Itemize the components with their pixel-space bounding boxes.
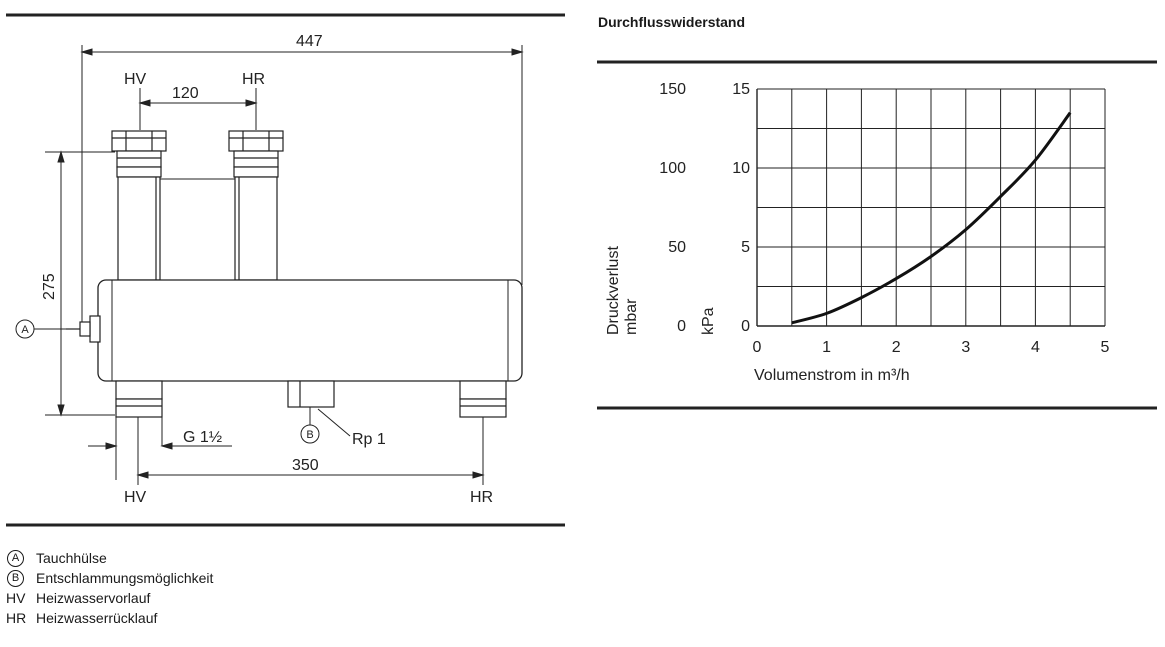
chart-title: Durchflusswiderstand xyxy=(598,14,746,30)
pressure-loss-curve xyxy=(791,111,1072,325)
upper-pipe-hr xyxy=(228,130,284,281)
x-tick-label: 3 xyxy=(961,339,970,356)
y-axis-label-line2: mbar xyxy=(623,298,640,335)
lower-pipe-hr xyxy=(459,380,507,418)
x-axis-label: Volumenstrom in m³/h xyxy=(754,367,910,384)
x-tick-label: 0 xyxy=(753,339,762,356)
dimension-thread-g xyxy=(88,417,232,480)
dimension-total-width xyxy=(80,45,524,330)
label-hr-bottom: HR xyxy=(470,489,493,506)
y-tick-label-mbar: 150 xyxy=(659,81,686,98)
x-tick-label: 1 xyxy=(822,339,831,356)
legend-text-b: Entschlammungsmöglichkeit xyxy=(36,570,214,586)
legend-text-hr: Heizwasserrücklauf xyxy=(36,610,158,626)
dimension-height xyxy=(45,150,115,417)
y-axis-label-line1: Druckverlust xyxy=(605,246,622,335)
legend-key-a: A xyxy=(7,549,24,567)
legend: A Tauchhülse B Entschlammungsmöglichkeit… xyxy=(6,548,213,628)
legend-key-hv: HV xyxy=(6,590,26,606)
marker-a-label: A xyxy=(21,324,29,336)
y-tick-label-kpa: 5 xyxy=(741,239,750,256)
lower-pipe-hv xyxy=(115,380,163,418)
upper-pipe-hv xyxy=(111,130,167,281)
x-tick-label: 5 xyxy=(1101,339,1110,356)
label-hr-top: HR xyxy=(242,71,265,88)
legend-item-a: A Tauchhülse xyxy=(6,548,213,568)
pressure-loss-chart: 0 1 2 3 4 5 0 5 10 15 0 50 100 150 Volumenstrom in … xyxy=(597,60,1157,410)
lower-sludge-port xyxy=(287,380,335,408)
legend-text-a: Tauchhülse xyxy=(36,550,107,566)
legend-key-hr: HR xyxy=(6,610,27,626)
y-tick-label-kpa: 10 xyxy=(732,160,750,177)
separator-body xyxy=(97,279,523,382)
y-tick-labels-kpa: 0 5 10 15 xyxy=(732,81,750,335)
y-tick-label-mbar: 100 xyxy=(659,160,686,177)
legend-item-hr: HR Heizwasserrücklauf xyxy=(6,608,213,628)
dimension-bottom-spacing xyxy=(136,417,485,485)
chart-grid xyxy=(756,88,1106,327)
marker-b-label: B xyxy=(306,429,313,441)
y-tick-label-kpa: 15 xyxy=(732,81,750,98)
legend-item-b: B Entschlammungsmöglichkeit xyxy=(6,568,213,588)
dim-120-label: 120 xyxy=(172,85,199,102)
dim-350-label: 350 xyxy=(292,457,319,474)
x-tick-label: 4 xyxy=(1031,339,1040,356)
y-tick-label-mbar: 0 xyxy=(677,318,686,335)
thread-g-label: G 1½ xyxy=(183,429,222,446)
y-tick-labels-mbar: 0 50 100 150 xyxy=(659,81,686,335)
y-tick-label-kpa: 0 xyxy=(741,318,750,335)
label-hv-bottom: HV xyxy=(124,489,147,506)
y-tick-label-mbar: 50 xyxy=(668,239,686,256)
y-axis-label-right: kPa xyxy=(700,307,717,335)
rp-leader xyxy=(317,408,351,437)
legend-text-hv: Heizwasservorlauf xyxy=(36,590,151,606)
thread-rp-label: Rp 1 xyxy=(352,431,386,448)
immersion-sleeve xyxy=(66,315,101,343)
x-tick-label: 2 xyxy=(892,339,901,356)
dim-275-label: 275 xyxy=(41,273,58,300)
dimension-drawing: 447 HV HR 120 275 xyxy=(6,13,565,527)
legend-item-hv: HV Heizwasservorlauf xyxy=(6,588,213,608)
label-hv-top: HV xyxy=(124,71,147,88)
dimension-pipe-spacing xyxy=(138,88,258,130)
legend-key-b: B xyxy=(7,569,24,587)
x-tick-labels: 0 1 2 3 4 5 xyxy=(753,339,1110,356)
dim-447-label: 447 xyxy=(296,33,323,50)
